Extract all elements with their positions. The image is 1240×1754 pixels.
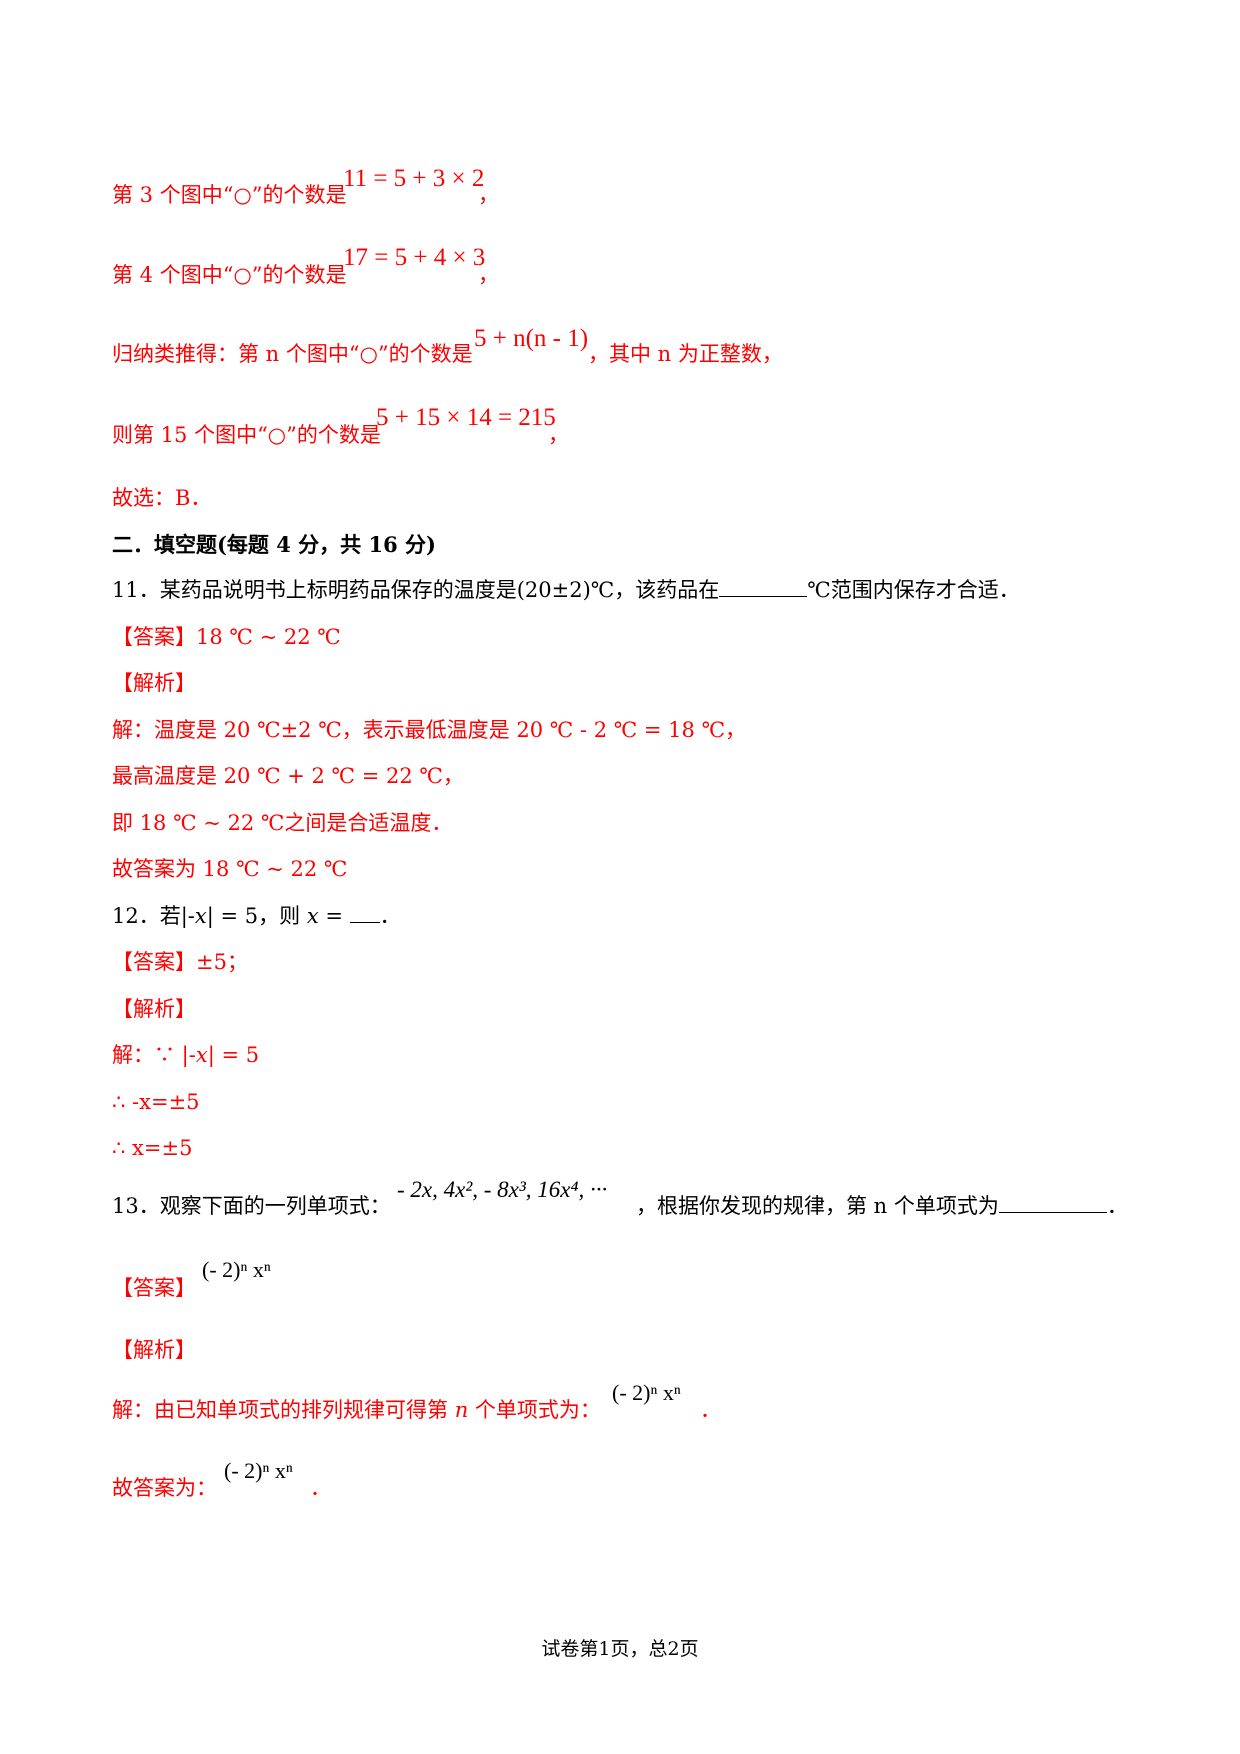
q12-question-text-b: | = 5，则 <box>206 904 307 928</box>
derivation-fig3-suffix: ， <box>478 183 499 207</box>
derivation-fig15-suffix: ， <box>548 423 569 447</box>
q11-question-text-b: ℃范围内保存才合适． <box>807 578 1020 602</box>
q13-question-end: ． <box>1106 1194 1128 1218</box>
q13-step-1-text-a: 解：由已知单项式的排列规律可得第 <box>112 1398 455 1422</box>
derivation-general-suffix: ，其中 n 为正整数， <box>588 342 783 366</box>
derivation-fig4-formula: 17 = 5 + 4 × 3 <box>343 244 486 271</box>
derivation-fig15-formula: 5 + 15 × 14 = 215 <box>376 404 556 431</box>
q12-answer-value: ±5； <box>196 950 248 974</box>
derivation-choice: 故选：B． <box>112 486 212 510</box>
derivation-fig3-formula: 11 = 5 + 3 × 2 <box>343 165 485 192</box>
q13-sequence: - 2x, 4x², - 8x³, 16x⁴, ··· <box>397 1177 608 1202</box>
q13-step-1-text-b: 个单项式为： <box>468 1398 601 1422</box>
q12-variable-x: x <box>306 904 319 928</box>
q13-step-2: 故答案为： <box>112 1476 217 1500</box>
q12-question: 12．若|-x| = 5，则 x = ． <box>112 906 401 927</box>
q12-answer: 【答案】±5； <box>112 952 248 973</box>
derivation-fig3-text: 第 3 个图中“○”的个数是 <box>112 183 347 207</box>
q13-question-text-b: ，根据你发现的规律，第 n 个单项式为 <box>636 1194 999 1218</box>
q12-question-text-a: 12．若|- <box>112 904 195 928</box>
derivation-fig15-text: 则第 15 个图中“○”的个数是 <box>112 423 381 447</box>
answer-label: 【答案】 <box>112 625 196 649</box>
q13-question-text-a: 13．观察下面的一列单项式： <box>112 1194 391 1218</box>
q11-step-2: 最高温度是 20 ℃ + 2 ℃ = 22 ℃， <box>112 764 464 788</box>
q12-step-1: 解：∵ |-x| = 5 <box>112 1045 259 1066</box>
q12-step-2: ∴ -x=±5 <box>112 1090 200 1114</box>
q13-step-variable-n: n <box>454 1398 469 1422</box>
q12-variable-x: x <box>194 904 207 928</box>
q11-answer-value: 18 ℃ ~ 22 ℃ <box>196 625 341 649</box>
q12-analysis-label: 【解析】 <box>112 997 196 1021</box>
derivation-fig4-suffix: ， <box>478 263 499 287</box>
q11-question-text-a: 11．某药品说明书上标明药品保存的温度是(20±2)℃，该药品在 <box>112 578 720 602</box>
q13-step-1: 解：由已知单项式的排列规律可得第 n 个单项式为： <box>112 1400 601 1421</box>
derivation-fig4-text: 第 4 个图中“○”的个数是 <box>112 263 347 287</box>
q13-step-2-formula: (- 2)ⁿ xⁿ <box>224 1458 293 1483</box>
page-footer: 试卷第1页，总2页 <box>541 1638 699 1660</box>
q12-question-text-c: = <box>318 904 350 928</box>
section-heading: 二．填空题(每题 4 分，共 16 分) <box>112 532 436 557</box>
q13-step-2-end: ． <box>310 1476 331 1500</box>
q11-answer: 【答案】18 ℃ ~ 22 ℃ <box>112 627 341 648</box>
q12-answer-blank <box>349 922 380 923</box>
q11-question: 11．某药品说明书上标明药品保存的温度是(20±2)℃，该药品在 ℃范围内保存才合… <box>112 580 1020 601</box>
q12-step-1-text-a: 解：∵ |- <box>112 1043 196 1067</box>
q11-step-3: 即 18 ℃ ~ 22 ℃之间是合适温度． <box>112 811 453 835</box>
q12-step-1-text-b: | = 5 <box>207 1043 260 1067</box>
q13-step-1-end: ． <box>700 1398 721 1422</box>
q11-answer-blank <box>719 596 808 597</box>
q12-step-variable-x: x <box>195 1043 208 1067</box>
q13-answer-label: 【答案】 <box>112 1276 196 1300</box>
q13-answer-blank <box>998 1212 1107 1213</box>
q13-answer-formula: (- 2)ⁿ xⁿ <box>202 1257 271 1282</box>
derivation-general-text: 归纳类推得：第 n 个图中“○”的个数是 <box>112 342 473 366</box>
answer-label: 【答案】 <box>112 950 196 974</box>
q13-question-rest: ，根据你发现的规律，第 n 个单项式为 ． <box>636 1196 1128 1217</box>
q11-step-1: 解：温度是 20 ℃±2 ℃，表示最低温度是 20 ℃ - 2 ℃ = 18 ℃… <box>112 718 747 742</box>
q11-step-4: 故答案为 18 ℃ ~ 22 ℃ <box>112 857 348 881</box>
q12-question-end: ． <box>379 904 401 928</box>
q11-analysis-label: 【解析】 <box>112 671 196 695</box>
q12-step-3: ∴ x=±5 <box>112 1136 193 1160</box>
q13-step-1-formula: (- 2)ⁿ xⁿ <box>612 1380 681 1405</box>
derivation-general-formula: 5 + n(n - 1) <box>474 325 589 352</box>
q13-analysis-label: 【解析】 <box>112 1338 196 1362</box>
